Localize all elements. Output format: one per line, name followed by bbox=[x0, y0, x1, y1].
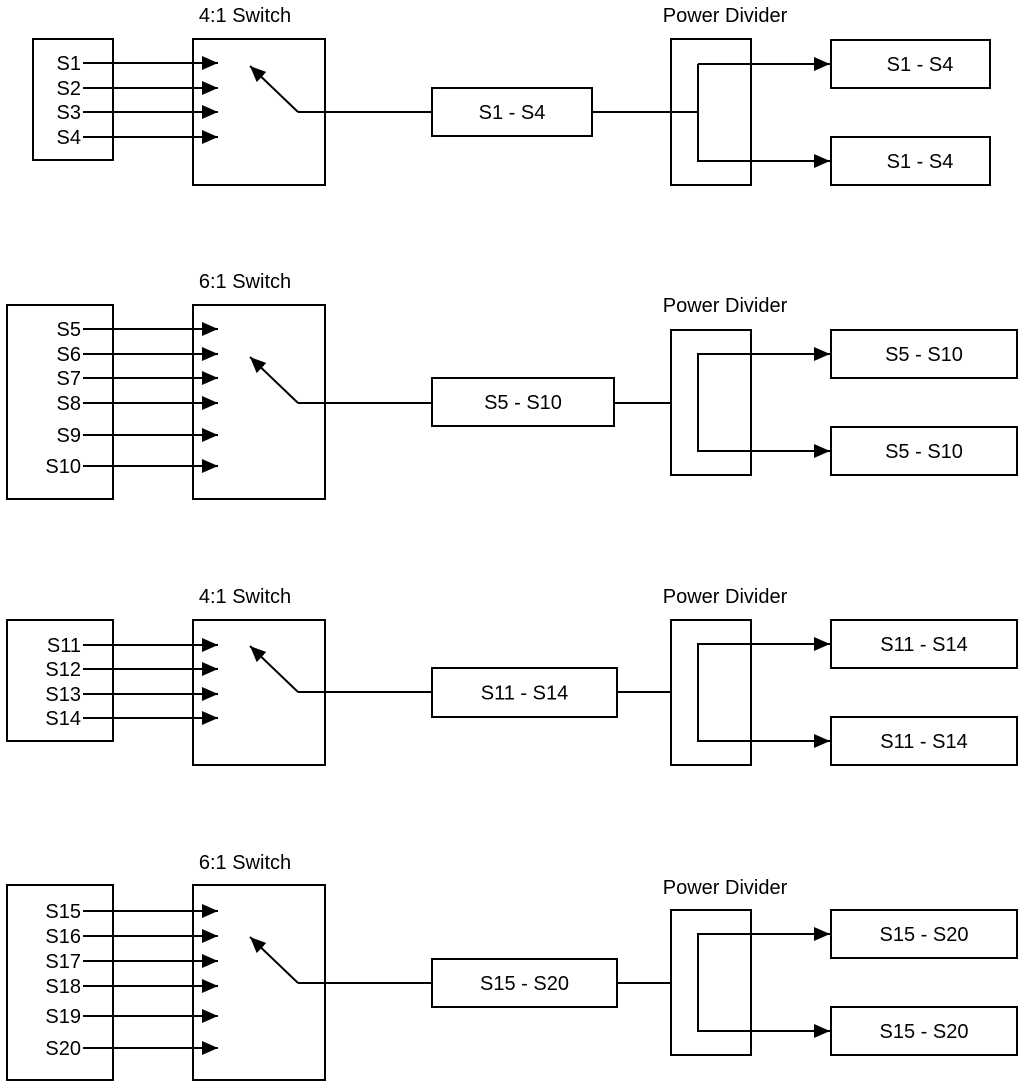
input-label: S17 bbox=[45, 951, 81, 973]
input-label: S16 bbox=[45, 926, 81, 948]
divider-split-path bbox=[697, 353, 751, 452]
signal-box-label: S5 - S10 bbox=[484, 392, 562, 414]
input-label: S9 bbox=[57, 425, 81, 447]
output-box-label: S11 - S14 bbox=[880, 731, 967, 753]
input-label: S14 bbox=[45, 708, 81, 730]
output-box bbox=[830, 136, 991, 186]
power-divider-label: Power Divider bbox=[663, 877, 788, 899]
output-box-label: S5 - S10 bbox=[885, 441, 963, 463]
power-divider-box bbox=[670, 329, 752, 476]
signal-box bbox=[431, 667, 618, 718]
switch-lever-arrow bbox=[249, 645, 299, 693]
output-box-label: S5 - S10 bbox=[885, 344, 963, 366]
input-label: S2 bbox=[57, 78, 81, 100]
input-label: S7 bbox=[57, 368, 81, 390]
input-label: S12 bbox=[45, 659, 81, 681]
output-box-label: S15 - S20 bbox=[880, 924, 969, 946]
switch-label: 4:1 Switch bbox=[199, 5, 291, 27]
input-label: S10 bbox=[45, 456, 81, 478]
input-label: S11 bbox=[47, 635, 81, 657]
input-label: S18 bbox=[45, 976, 81, 998]
input-label: S19 bbox=[45, 1006, 81, 1028]
output-box-label: S15 - S20 bbox=[880, 1021, 969, 1043]
signal-box-label: S15 - S20 bbox=[480, 973, 569, 995]
input-label: S1 bbox=[57, 53, 81, 75]
switch-label: 6:1 Switch bbox=[199, 271, 291, 293]
output-box bbox=[830, 1006, 1018, 1056]
output-box bbox=[830, 619, 1018, 669]
input-label: S4 bbox=[57, 127, 81, 149]
input-label: S15 bbox=[45, 901, 81, 923]
input-label: S8 bbox=[57, 393, 81, 415]
signal-box-label: S1 - S4 bbox=[479, 102, 546, 124]
switch-label: 4:1 Switch bbox=[199, 586, 291, 608]
output-box bbox=[830, 39, 991, 89]
divider-split-path bbox=[697, 64, 751, 162]
power-divider-label: Power Divider bbox=[663, 5, 788, 27]
divider-split-path bbox=[697, 933, 751, 1032]
switch-lever-arrow bbox=[249, 356, 299, 404]
output-box bbox=[830, 716, 1018, 766]
output-box bbox=[830, 329, 1018, 379]
power-divider-label: Power Divider bbox=[663, 295, 788, 317]
power-divider-label: Power Divider bbox=[663, 586, 788, 608]
output-box bbox=[830, 426, 1018, 476]
output-box-label: S1 - S4 bbox=[887, 151, 954, 173]
signal-box-label: S11 - S14 bbox=[481, 683, 568, 705]
switch-label: 6:1 Switch bbox=[199, 852, 291, 874]
input-label: S3 bbox=[57, 102, 81, 124]
source-box bbox=[32, 38, 114, 161]
output-box-label: S1 - S4 bbox=[887, 54, 954, 76]
input-label: S6 bbox=[57, 344, 81, 366]
source-box bbox=[6, 619, 114, 742]
switch-lever-arrow bbox=[249, 65, 299, 113]
divider-split-path bbox=[697, 643, 751, 742]
input-label: S13 bbox=[45, 684, 81, 706]
input-label: S20 bbox=[45, 1038, 81, 1060]
output-box-label: S11 - S14 bbox=[880, 634, 967, 656]
input-label: S5 bbox=[57, 319, 81, 341]
power-divider-box bbox=[670, 619, 752, 766]
power-divider-box bbox=[670, 909, 752, 1056]
output-box bbox=[830, 909, 1018, 959]
switch-lever-arrow bbox=[249, 936, 299, 984]
